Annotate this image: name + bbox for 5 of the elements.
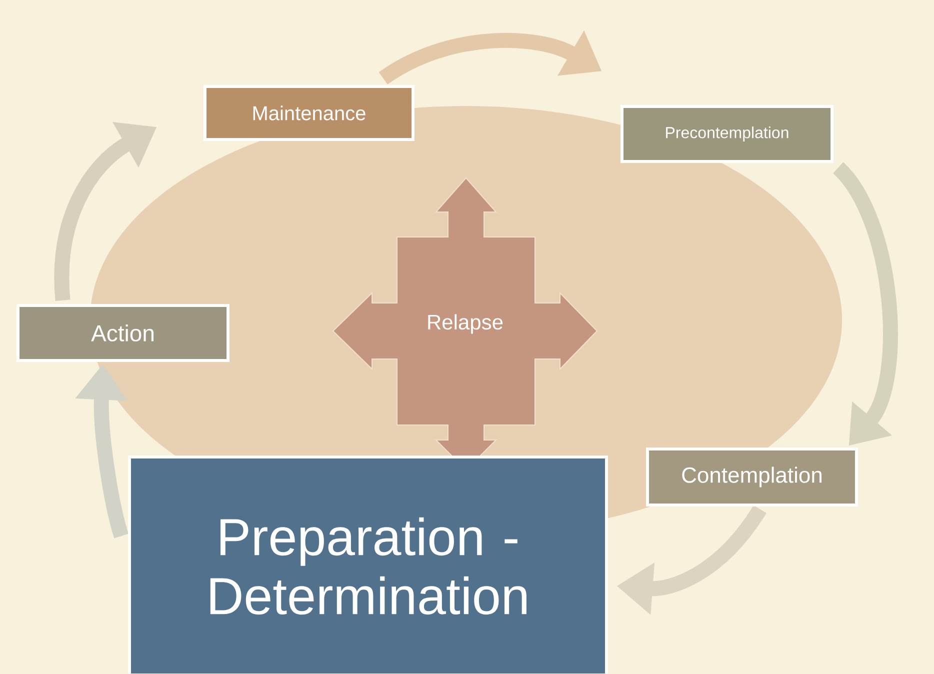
stage-box: Precontemplation	[620, 105, 834, 163]
stage-box: Maintenance	[204, 85, 414, 141]
stage-box: Action	[16, 304, 230, 362]
stage-box: Contemplation	[646, 448, 858, 506]
highlighted-stage-box: Preparation - Determination	[128, 456, 608, 674]
